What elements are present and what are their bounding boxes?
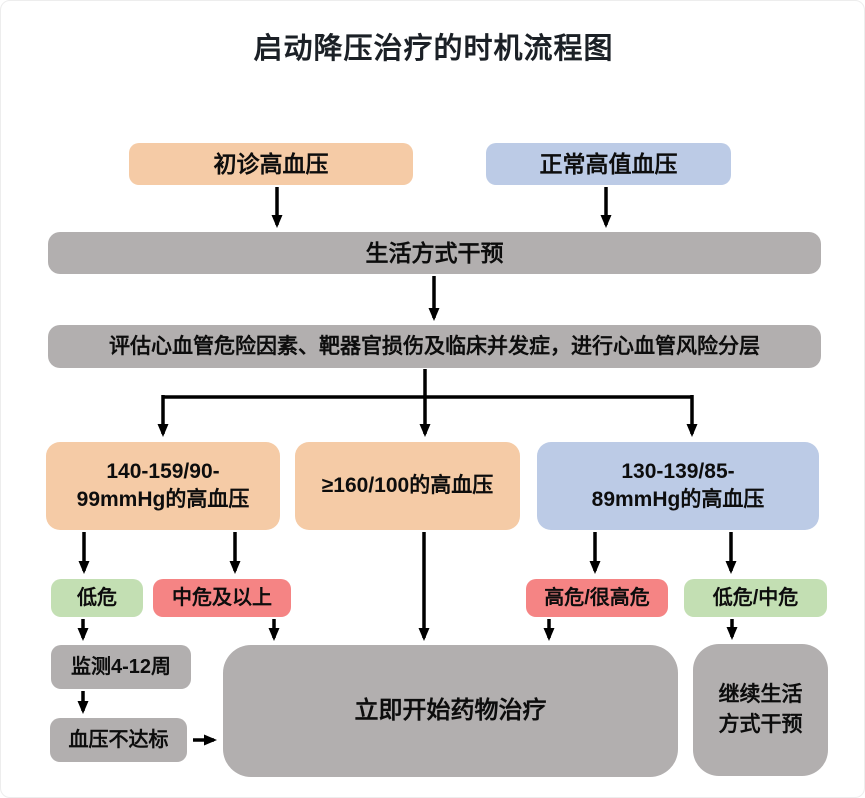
node-bp-130-line1: 130-139/85- — [621, 460, 735, 484]
page-title: 启动降压治疗的时机流程图 — [253, 33, 614, 65]
node-bp-130-139: 130-139/85- 89mmHg的高血压 — [537, 442, 819, 530]
node-monitor-4-12-weeks: 监测4-12周 — [51, 645, 191, 689]
node-lifestyle-label: 生活方式干预 — [365, 239, 504, 266]
node-start-medication-immediately: 立即开始药物治疗 — [223, 645, 678, 777]
node-high-normal-label: 正常高值血压 — [539, 150, 678, 177]
node-bp-140-line2: 99mmHg的高血压 — [76, 488, 250, 511]
badge-medium-risk-and-above: 中危及以上 — [153, 579, 291, 617]
badge-high-very-high-risk: 高危/很高危 — [526, 579, 668, 617]
node-high-normal-bp: 正常高值血压 — [486, 143, 731, 185]
node-risk-assessment-label: 评估心血管危险因素、靶器官损伤及临床并发症，进行心血管风险分层 — [109, 334, 760, 358]
badge-medium-risk-label: 中危及以上 — [172, 586, 272, 609]
node-bp-160-label: ≥160/100的高血压 — [321, 474, 494, 498]
node-continue-lifestyle-intervention: 继续生活 方式干预 — [693, 644, 828, 776]
node-bp-140-159: 140-159/90- 99mmHg的高血压 — [46, 442, 280, 530]
node-risk-assessment: 评估心血管危险因素、靶器官损伤及临床并发症，进行心血管风险分层 — [48, 325, 821, 368]
badge-low-medium-risk: 低危/中危 — [684, 579, 827, 617]
node-lifestyle-intervention: 生活方式干预 — [48, 232, 821, 274]
node-continue-line1: 继续生活 — [718, 682, 803, 706]
node-first-visit-label: 初诊高血压 — [213, 150, 329, 177]
node-bp-130-line2: 89mmHg的高血压 — [591, 488, 765, 511]
node-bp-160-100: ≥160/100的高血压 — [295, 442, 520, 530]
node-start-medication-label: 立即开始药物治疗 — [354, 697, 547, 725]
badge-high-risk-label: 高危/很高危 — [544, 586, 650, 609]
node-first-visit-hypertension: 初诊高血压 — [129, 143, 413, 185]
node-monitor-label: 监测4-12周 — [70, 655, 172, 678]
badge-low-risk-label: 低危 — [77, 586, 117, 609]
badge-low-risk: 低危 — [51, 579, 143, 617]
node-bp-not-at-target: 血压不达标 — [50, 718, 187, 762]
badge-low-medium-risk-label: 低危/中危 — [712, 586, 799, 609]
node-continue-line2: 方式干预 — [718, 713, 803, 736]
node-bp-not-at-target-label: 血压不达标 — [68, 728, 169, 751]
node-bp-140-line1: 140-159/90- — [106, 460, 220, 484]
